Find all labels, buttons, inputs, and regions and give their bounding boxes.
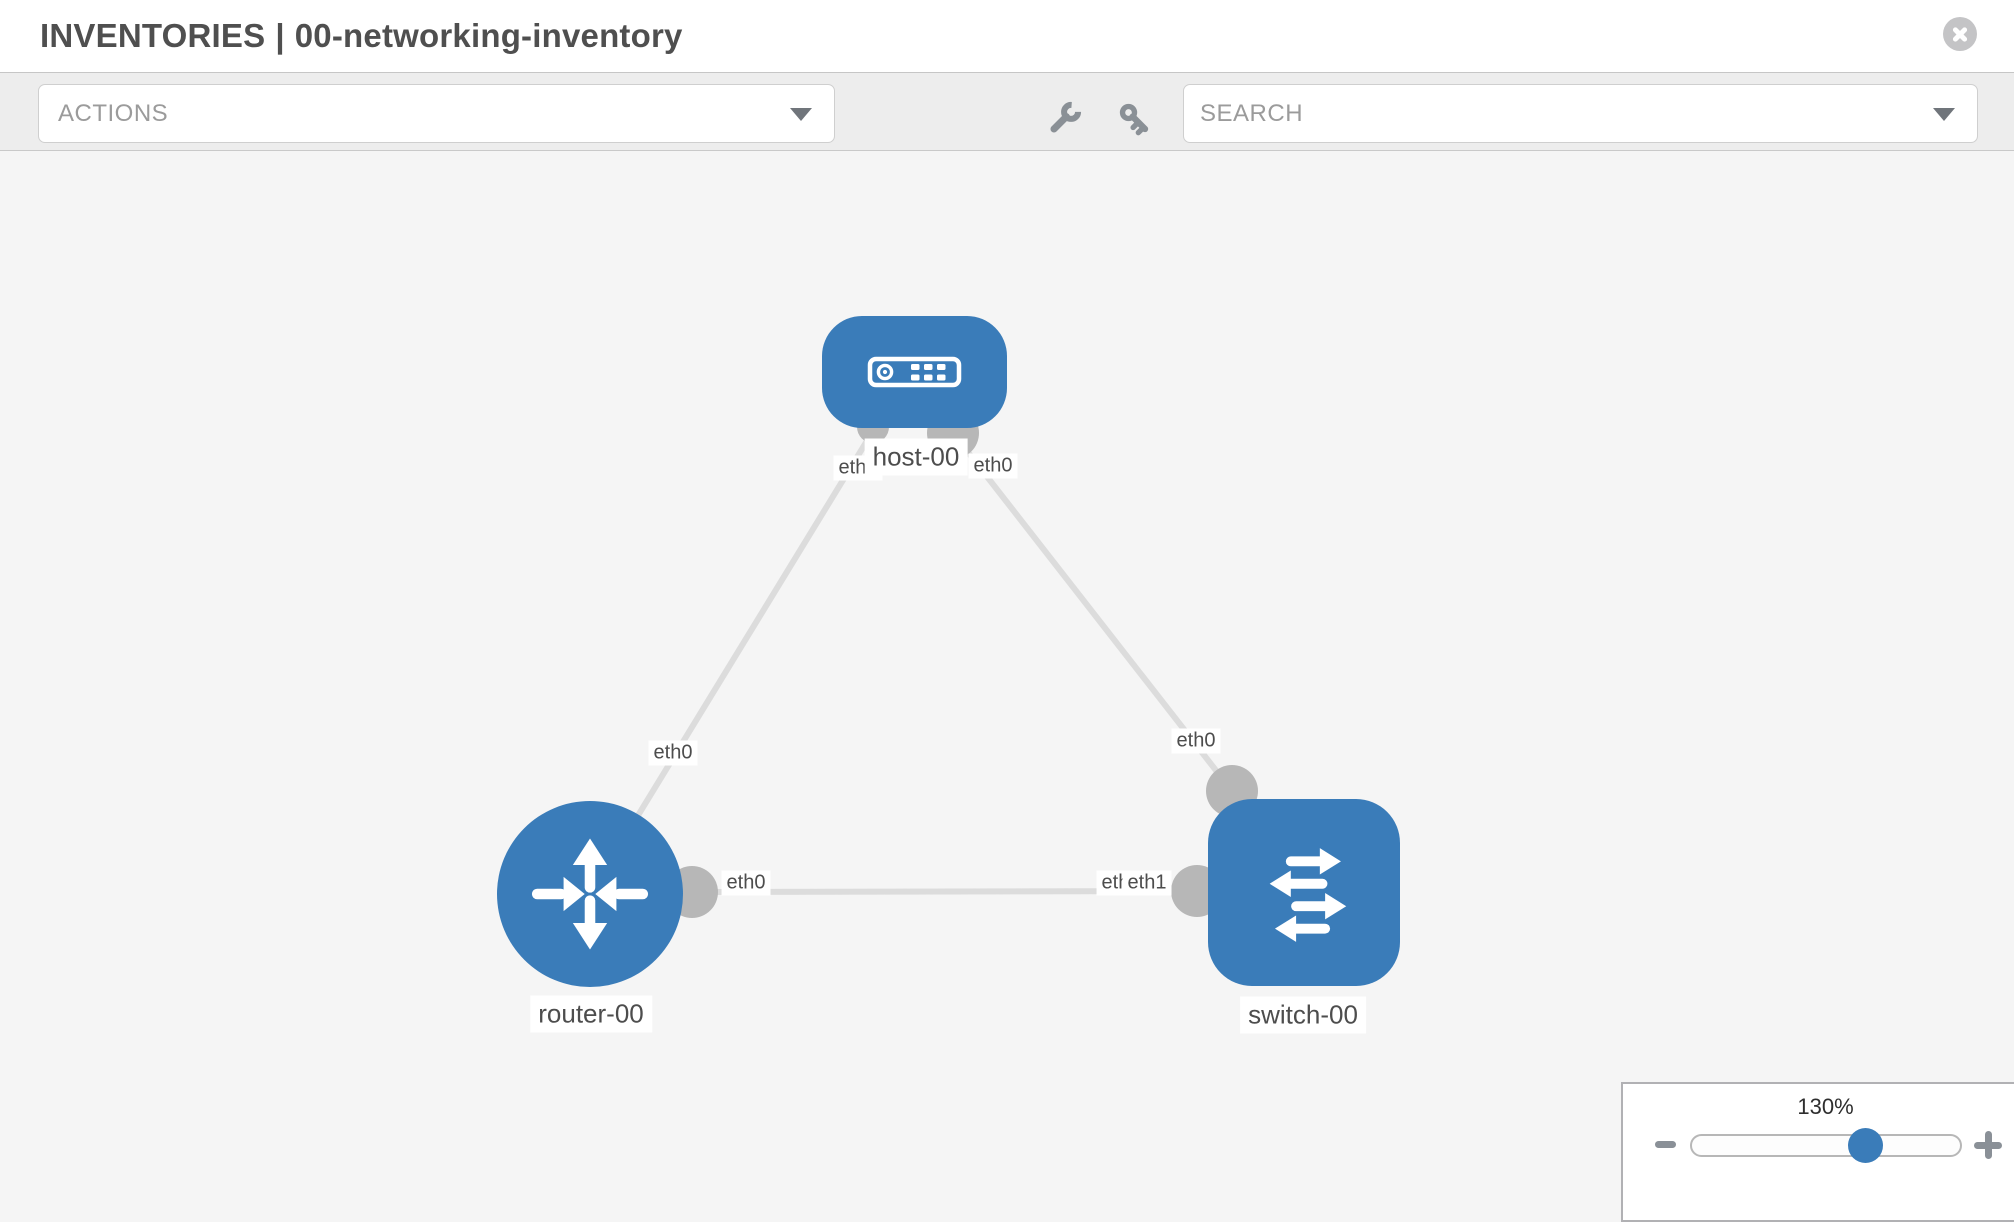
header: INVENTORIES|00-networking-inventory bbox=[0, 0, 2014, 72]
node-label-router: router-00 bbox=[530, 995, 652, 1033]
node-label-switch: switch-00 bbox=[1240, 996, 1366, 1034]
zoom-level-value: 130% bbox=[1797, 1094, 1854, 1119]
switch-icon bbox=[1269, 847, 1347, 942]
breadcrumb-separator: | bbox=[275, 17, 285, 54]
key-button[interactable] bbox=[1115, 99, 1155, 139]
iface-label: eth0 bbox=[1171, 728, 1221, 754]
chevron-down-icon bbox=[1933, 108, 1955, 121]
inventory-name: 00-networking-inventory bbox=[294, 17, 683, 54]
search-dropdown[interactable]: SEARCH bbox=[1183, 84, 1978, 143]
topology-canvas[interactable]: eth0 host-00 eth0 eth0 eth0 eth0 eth0 et… bbox=[0, 152, 2014, 1222]
key-icon bbox=[1119, 103, 1149, 136]
node-router-00[interactable] bbox=[497, 801, 683, 987]
host-icon bbox=[867, 356, 962, 388]
page-title: INVENTORIES|00-networking-inventory bbox=[40, 17, 683, 55]
zoom-widget: 130% bbox=[1621, 1082, 2014, 1222]
iface-label: eth0 bbox=[968, 453, 1018, 479]
wrench-button[interactable] bbox=[1044, 99, 1084, 139]
iface-label: eth0 bbox=[721, 870, 771, 896]
zoom-slider-handle[interactable] bbox=[1848, 1128, 1883, 1163]
actions-dropdown[interactable]: ACTIONS bbox=[38, 84, 835, 143]
iface-label: eth0 bbox=[648, 740, 698, 766]
router-icon bbox=[531, 838, 649, 950]
toolbar: ACTIONS SEARCH bbox=[0, 72, 2014, 151]
iface-label: eth1 bbox=[1122, 870, 1172, 896]
wrench-icon bbox=[1050, 101, 1082, 133]
actions-dropdown-label: ACTIONS bbox=[58, 99, 169, 127]
breadcrumb-section: INVENTORIES bbox=[40, 17, 266, 54]
search-dropdown-label: SEARCH bbox=[1200, 99, 1304, 127]
node-label-host: host-00 bbox=[864, 438, 968, 476]
zoom-in-button[interactable] bbox=[1974, 1131, 2002, 1159]
zoom-slider-track[interactable] bbox=[1690, 1134, 1962, 1157]
node-switch-00[interactable] bbox=[1208, 799, 1400, 986]
topology-links-layer bbox=[587, 407, 1258, 918]
zoom-out-button[interactable] bbox=[1655, 1141, 1676, 1148]
close-button[interactable] bbox=[1943, 17, 1977, 51]
chevron-down-icon bbox=[790, 108, 812, 121]
node-host-00[interactable] bbox=[822, 316, 1007, 428]
